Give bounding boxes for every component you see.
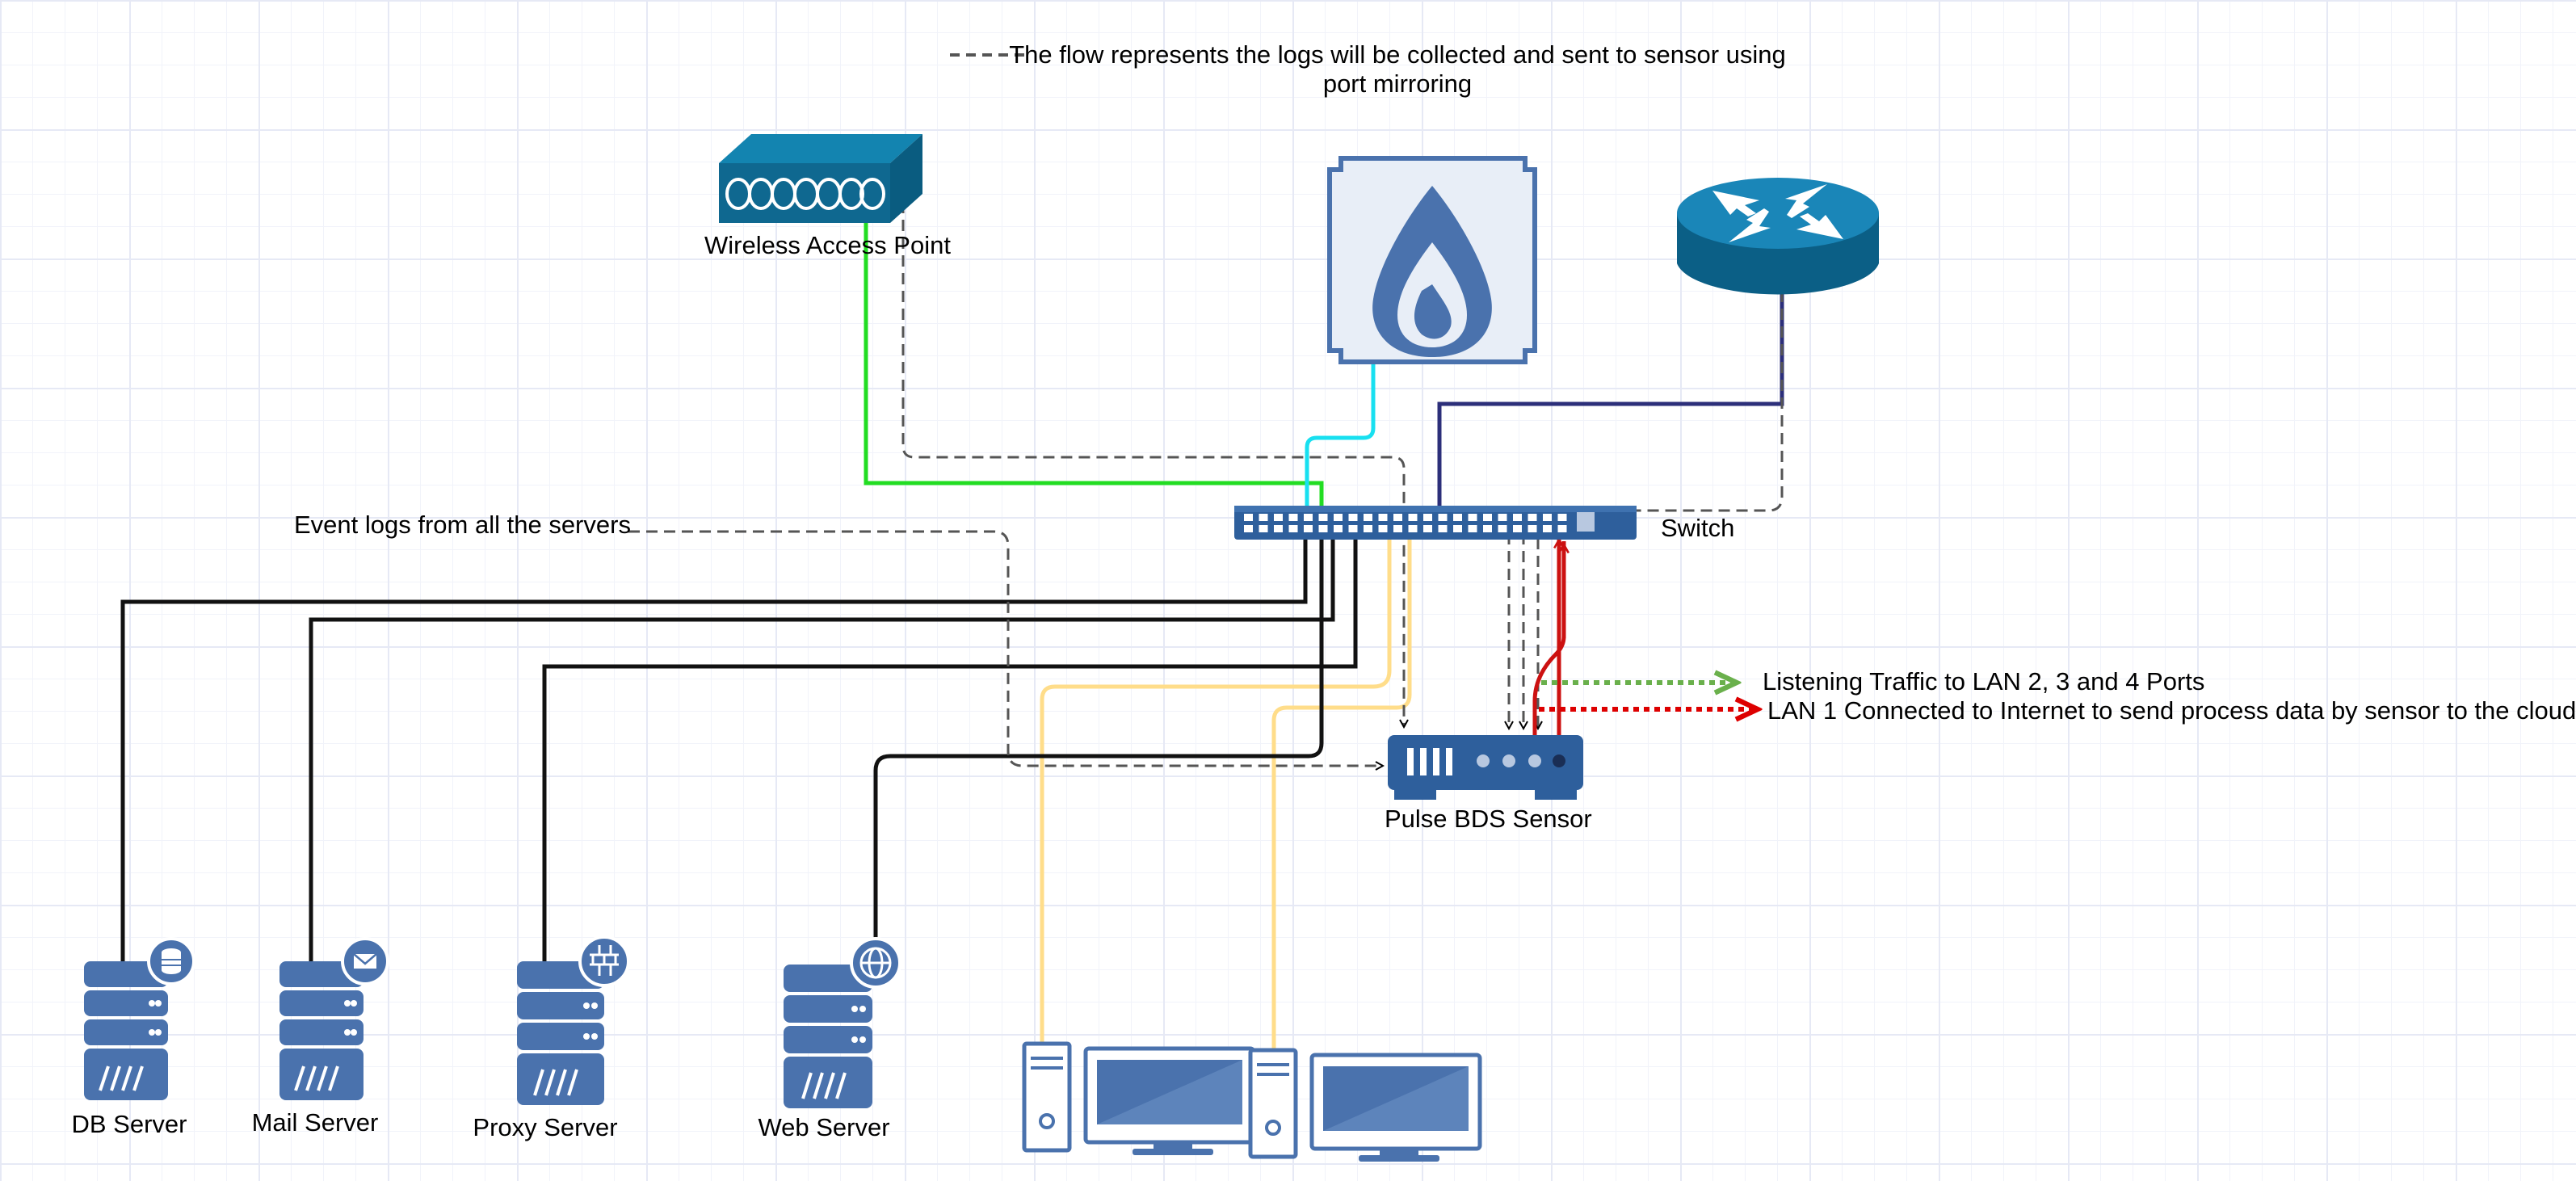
switch-port [1288,514,1298,521]
switch-port [1334,514,1343,521]
ids-switch-link [1305,364,1376,514]
switch-port [1557,525,1567,532]
proxy-server-label: Proxy Server [473,1113,618,1141]
web-server-icon [784,965,872,1108]
proxy-server-icon [517,961,604,1105]
workstation-icon [1248,1048,1482,1162]
switch-port [1274,514,1283,521]
workstation-1-link [1040,533,1392,1050]
firewall-brick-icon [578,935,630,987]
switch-port [1318,525,1328,532]
switch-port [1318,514,1328,521]
sensor-appliance-icon[interactable] [1388,735,1583,800]
legend-text: The flow represents the logs will be col… [1002,40,1793,99]
legend-line-2: port mirroring [1322,69,1473,98]
mail-server-link [309,535,1335,961]
envelope-icon [341,937,389,986]
switch-port [1393,525,1402,532]
wap-label: Wireless Access Point [704,231,951,259]
server-mail[interactable] [279,937,389,1100]
switch-port [1498,514,1507,521]
wireless-access-point-icon[interactable] [719,134,922,223]
switch-icon[interactable] [1234,506,1637,540]
server-web[interactable] [784,937,901,1108]
internet-annotation: LAN 1 Connected to Internet to send proc… [1767,696,2576,725]
switch-port [1364,525,1372,532]
workstation-icon [1022,1041,1256,1155]
legend-line-1: The flow represents the logs will be col… [1009,40,1786,69]
switch-port [1557,514,1567,521]
switch-port [1408,525,1418,532]
database-server-icon [84,961,168,1100]
switch-port [1468,525,1477,532]
web-server-link [873,535,1324,977]
workstation-2[interactable] [1248,1048,1482,1162]
switch-port [1513,525,1522,532]
switch-port [1348,525,1358,532]
switch-port [1408,514,1418,521]
switch-port [1468,514,1477,521]
switch-port [1528,525,1537,532]
switch-port [1304,525,1313,532]
switch-port [1364,514,1372,521]
switch-port [1543,525,1552,532]
switch-port [1453,514,1462,521]
switch-port [1244,525,1253,532]
proxy-server-link [542,535,1358,961]
switch-port [1438,525,1448,532]
workstation-2-link [1271,533,1412,1050]
switch-port [1259,514,1268,521]
switch-port [1378,525,1388,532]
server-proxy[interactable] [517,935,630,1105]
db-server-link [120,535,1308,961]
switch-port [1288,525,1298,532]
switch-port [1244,514,1253,521]
switch-port [1498,525,1507,532]
switch-port [1483,525,1492,532]
switch-port [1348,514,1358,521]
switch-port [1513,514,1522,521]
switch-port [1543,514,1552,521]
event-logs-flow [628,530,1383,766]
event-logs-annotation: Event logs from all the servers [294,511,631,539]
switch-label: Switch [1661,514,1735,542]
web-server-label: Web Server [758,1113,890,1141]
wap-mirror-flow [901,202,1404,727]
switch-port [1528,514,1537,521]
switch-port [1274,525,1283,532]
switch-port [1423,525,1432,532]
router-icon[interactable] [1677,178,1879,295]
sensor-label: Pulse BDS Sensor [1385,805,1592,833]
switch-port [1423,514,1432,521]
mail-server-label: Mail Server [251,1108,379,1137]
switch-port [1304,514,1313,521]
mail-server-icon [279,961,363,1100]
database-icon [147,937,195,986]
switch-port [1453,525,1462,532]
switch-port [1259,525,1268,532]
listening-annotation: Listening Traffic to LAN 2, 3 and 4 Port… [1763,667,2205,696]
firewall-flame-icon[interactable] [1327,156,1537,364]
server-db[interactable] [84,937,195,1100]
globe-icon [850,937,901,989]
workstation-1[interactable] [1022,1041,1256,1155]
switch-port [1334,525,1343,532]
lan1-uplink [1535,541,1566,754]
wap-switch-link [864,218,1324,514]
switch-port [1393,514,1402,521]
switch-port [1438,514,1448,521]
connections [120,53,1784,1050]
switch-port [1378,514,1388,521]
db-server-label: DB Server [71,1110,187,1138]
switch-port [1483,514,1492,521]
